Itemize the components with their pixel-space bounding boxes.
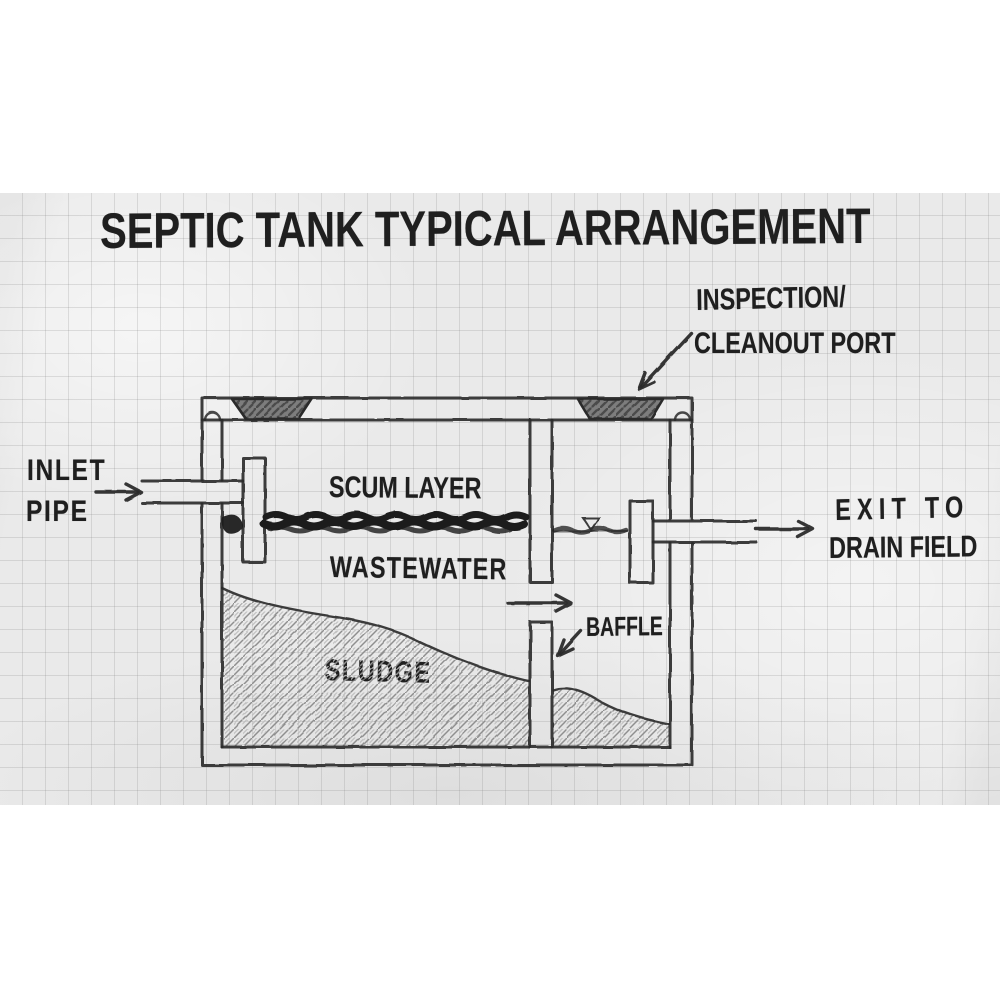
- inspection-port-left: [230, 397, 314, 421]
- inlet-pipe-label-line1: INLET: [27, 454, 107, 487]
- inlet-baffle: [241, 456, 267, 564]
- scum-blob-inlet: [221, 514, 243, 534]
- exit-arrow: [754, 519, 815, 539]
- center-baffle-lower: [528, 620, 554, 749]
- outlet-baffle: [628, 499, 655, 585]
- inspection-port-right: [576, 397, 665, 421]
- inlet-pipe-label-line2: PIPE: [26, 495, 89, 528]
- exit-pipe: [651, 519, 758, 544]
- baffle-arrow: [556, 629, 583, 658]
- scum-band-1: [262, 511, 530, 523]
- scum-band-3: [267, 524, 513, 534]
- flow-arrow: [506, 593, 573, 613]
- tank-outer-wall: [200, 396, 694, 767]
- inlet-pipe: [140, 479, 245, 505]
- inlet-arrow: [94, 482, 143, 502]
- water-level-symbol: [581, 517, 601, 532]
- inspection-port-label-line2: CLEANOUT PORT: [694, 327, 896, 360]
- graph-paper-background: [0, 193, 1000, 805]
- sludge-right-surface: [551, 687, 671, 726]
- sludge-right-fill: [553, 689, 669, 746]
- sludge-left-surface: [220, 586, 531, 683]
- lid-seal-left: [203, 411, 222, 422]
- lid-seal-right: [673, 411, 692, 422]
- sludge-left-fill: [223, 590, 529, 746]
- center-baffle-upper: [528, 418, 554, 584]
- inspection-arrow: [637, 331, 693, 391]
